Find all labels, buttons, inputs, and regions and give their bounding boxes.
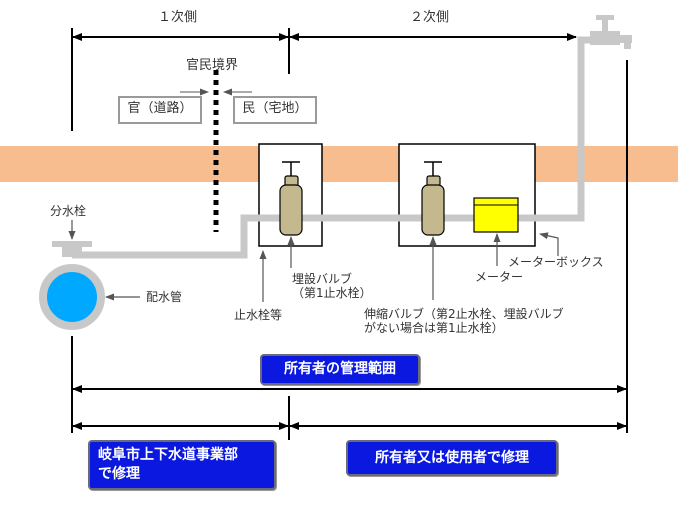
faucet-icon <box>590 15 632 49</box>
expansion-valve-icon <box>421 161 445 236</box>
expansion-valve-label: 伸縮バルブ（第2止水栓、埋設バルブ がない場合は第1止水栓） <box>364 307 564 335</box>
distribution-main-pipe <box>39 264 105 330</box>
stop-valve-label: 止水栓等 <box>234 308 283 322</box>
private-residence-label: 民（宅地） <box>233 96 317 124</box>
public-road-label: 官（道路） <box>118 96 202 124</box>
owner-management-box: 所有者の管理範囲 <box>260 354 420 385</box>
buried-valve-icon <box>279 161 303 236</box>
distribution-main-label: 配水管 <box>146 290 183 304</box>
ground-band <box>0 146 678 182</box>
service-pipe <box>72 36 600 259</box>
meter-icon <box>473 197 519 233</box>
branch-tap-icon <box>52 241 92 257</box>
owner-user-repair-box: 所有者又は使用者で修理 <box>346 440 558 476</box>
city-repair-box: 岐阜市上下水道事業部 で修理 <box>88 440 276 490</box>
primary-side-label: １次側 <box>158 10 198 25</box>
boundary-title: 官民境界 <box>186 58 239 73</box>
buried-valve-label: 埋設バルブ （第1止水栓） <box>292 272 372 300</box>
meter-label: メーター <box>475 270 524 284</box>
meter-box-label: メーターボックス <box>508 255 604 269</box>
secondary-side-label: ２次側 <box>410 10 450 25</box>
branch-tap-label: 分水栓 <box>50 204 87 218</box>
